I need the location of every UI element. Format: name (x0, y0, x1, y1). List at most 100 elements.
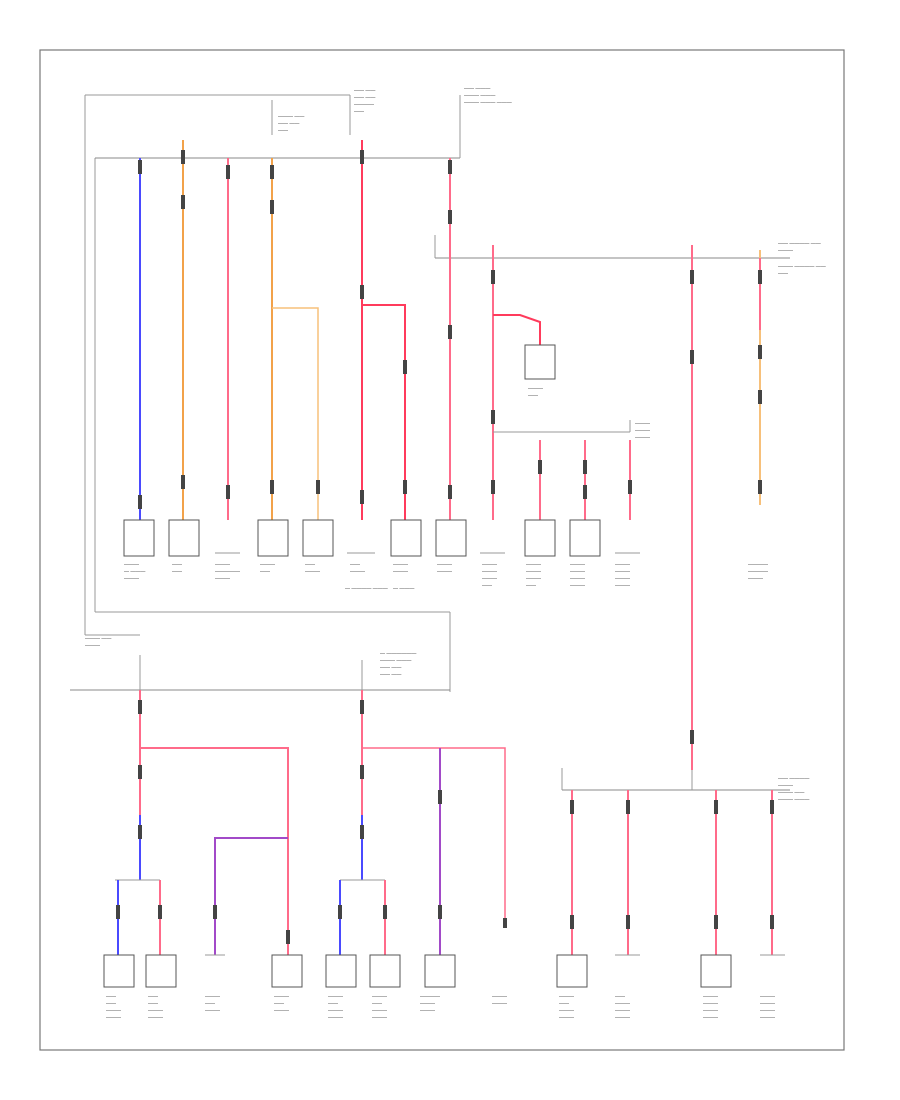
svg-text:———: ——— (274, 994, 289, 1000)
wire-red (493, 314, 541, 345)
svg-text:—— ——: —— —— (354, 88, 375, 94)
svg-text:——: —— (260, 569, 270, 575)
svg-text:——: —— (172, 562, 182, 568)
svg-text:—— ————: —— ———— (778, 776, 809, 782)
upper-section: —— ———— —— —————— ——— ———— —— —— —— ————… (84, 86, 826, 692)
component-box (103, 954, 135, 988)
svg-text:———: ——— (372, 1008, 387, 1014)
svg-text:——: —— (305, 562, 315, 568)
component-box (524, 519, 556, 557)
svg-text:———: ——— (615, 583, 630, 589)
upper-component-labels: ———— —————— ———— ——————————— ————— —————… (124, 386, 768, 592)
wire-red (362, 304, 406, 520)
svg-text:———: ——— (482, 562, 497, 568)
component-box (271, 954, 303, 988)
component-box (569, 519, 601, 557)
svg-text:——— ———: ——— ——— (464, 93, 495, 99)
svg-text:———: ——— (615, 562, 630, 568)
svg-text:———: ——— (492, 994, 507, 1000)
svg-text:———: ——— (148, 1015, 163, 1021)
svg-text:———: ——— (526, 562, 541, 568)
svg-text:———: ——— (328, 1015, 343, 1021)
svg-text:———: ——— (615, 1015, 630, 1021)
svg-text:——: —— (559, 1001, 569, 1007)
svg-text:———: ——— (615, 576, 630, 582)
svg-text:———: ——— (528, 386, 543, 392)
svg-text:———: ——— (570, 576, 585, 582)
svg-text:———: ——— (492, 1001, 507, 1007)
svg-text:——: —— (278, 128, 288, 134)
svg-text:—— ——: —— —— (380, 672, 401, 678)
svg-text:——: —— (274, 1001, 284, 1007)
svg-text:———: ——— (615, 1008, 630, 1014)
svg-text:———: ——— (748, 576, 763, 582)
svg-text:——: —— (350, 562, 360, 568)
svg-text:— ——————: — —————— (380, 651, 416, 657)
svg-text:————: ———— (420, 994, 440, 1000)
component-box (325, 954, 357, 988)
component-box (123, 519, 155, 557)
svg-text:———: ——— (570, 562, 585, 568)
svg-text:——: —— (148, 994, 158, 1000)
svg-text:———: ——— (350, 569, 365, 575)
svg-text:———: ——— (260, 562, 275, 568)
component-box (145, 954, 177, 988)
svg-text:——: —— (328, 1001, 338, 1007)
lower-connectors (116, 700, 774, 944)
svg-text:——: —— (106, 1001, 116, 1007)
svg-text:———: ——— (615, 1001, 630, 1007)
svg-text:———: ——— (703, 1008, 718, 1014)
svg-text:———: ——— (703, 1001, 718, 1007)
svg-text:———: ——— (420, 1008, 435, 1014)
svg-text:———: ——— (760, 1015, 775, 1021)
svg-text:———: ——— (106, 1008, 121, 1014)
upper-connectors (138, 150, 762, 744)
component-box (556, 954, 588, 988)
svg-text:——— ——: ——— —— (278, 114, 304, 120)
svg-text:——— ——: ——— —— (85, 636, 111, 642)
component-box (524, 344, 556, 380)
svg-text:—— ——: —— —— (278, 121, 299, 127)
component-box (700, 954, 732, 988)
svg-text:———: ——— (124, 562, 139, 568)
svg-text:———: ——— (205, 1008, 220, 1014)
svg-text:——: —— (528, 393, 538, 399)
svg-text:———: ——— (215, 562, 230, 568)
svg-text:————: ———— (748, 569, 768, 575)
svg-text:———: ——— (778, 248, 793, 254)
svg-text:———: ——— (372, 994, 387, 1000)
svg-text:———: ——— (526, 576, 541, 582)
svg-text:———: ——— (760, 994, 775, 1000)
svg-text:——: —— (148, 1001, 158, 1007)
svg-text:———: ——— (635, 421, 650, 427)
svg-text:———: ——— (482, 576, 497, 582)
lower-component-labels: —————————— —————————— ———————— ———————— … (106, 994, 775, 1021)
svg-text:— ———: — ——— (393, 586, 414, 592)
svg-text:———: ——— (635, 428, 650, 434)
svg-text:———: ——— (124, 576, 139, 582)
svg-text:———: ——— (437, 569, 452, 575)
svg-text:———: ——— (760, 1008, 775, 1014)
svg-text:— ———— ———: — ———— ——— (345, 586, 388, 592)
svg-text:—— ——: —— —— (354, 95, 375, 101)
lower-section: ——— ————— — ————————— ——— —— ———— —— —— … (70, 634, 809, 803)
svg-text:——: —— (106, 994, 116, 1000)
svg-text:——— ——: ——— —— (778, 790, 804, 796)
lower-components (103, 954, 785, 988)
svg-text:———: ——— (559, 1008, 574, 1014)
svg-text:———: ——— (570, 569, 585, 575)
svg-text:——— ——— ———: ——— ——— ——— (464, 100, 512, 106)
svg-text:———: ——— (570, 583, 585, 589)
svg-text:———: ——— (615, 569, 630, 575)
svg-text:—— ———— ——: —— ———— —— (778, 241, 821, 247)
svg-text:—— ——: —— —— (380, 665, 401, 671)
svg-text:———: ——— (328, 994, 343, 1000)
svg-text:———: ——— (559, 1015, 574, 1021)
svg-text:——: —— (172, 569, 182, 575)
svg-text:———: ——— (328, 1008, 343, 1014)
upper-components (123, 344, 640, 557)
svg-text:———: ——— (526, 569, 541, 575)
svg-text:———: ——— (703, 994, 718, 1000)
svg-text:—— ———: —— ——— (464, 86, 490, 92)
